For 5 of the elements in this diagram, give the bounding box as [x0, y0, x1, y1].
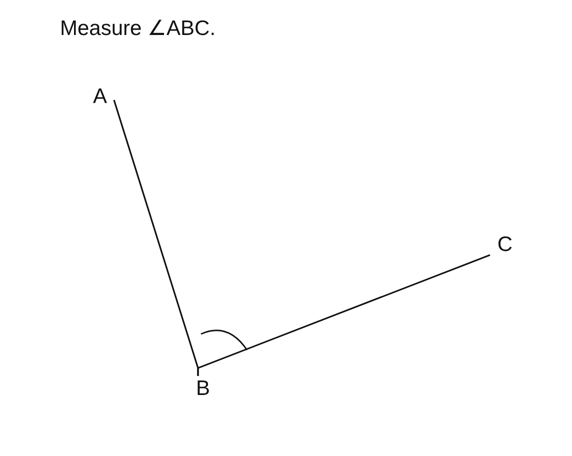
point-label: A: [86, 84, 114, 110]
line-segment: [197, 254, 490, 376]
point-label: B: [190, 376, 216, 402]
point-label: C: [490, 232, 520, 258]
instruction-text: Measure ∠ABC.: [60, 16, 216, 41]
